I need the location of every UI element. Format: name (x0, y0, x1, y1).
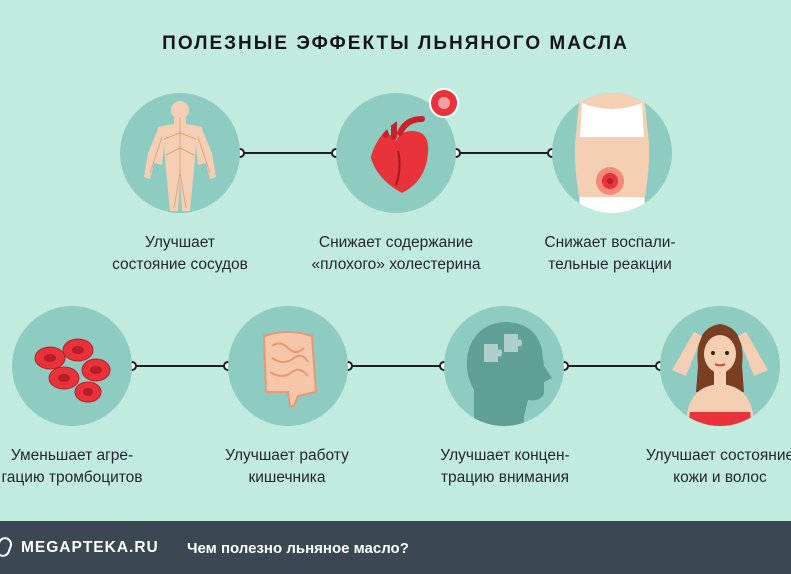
brand-logo-text[interactable]: MEGAPTEKA.RU (21, 539, 159, 556)
capsule-logo-icon (0, 537, 13, 557)
benefit-caption-concentration: Улучшает концен-трацию внимания (440, 447, 570, 486)
blood-cells-icon (12, 306, 132, 426)
vascular-system-icon (120, 93, 240, 213)
heart-icon (336, 88, 459, 213)
woman-hair-icon (660, 306, 780, 426)
benefit-caption-inflammation: Снижает воспали-тельные реакции (544, 234, 676, 273)
inflamed-abdomen-icon (552, 93, 672, 213)
head-puzzle-icon (444, 306, 564, 426)
page-title: ПОЛЕЗНЫЕ ЭФФЕКТЫ ЛЬНЯНОГО МАСЛА (162, 33, 629, 54)
benefit-caption-platelets: Уменьшает агре-гацию тромбоцитов (1, 447, 143, 486)
footer-bar: MEGAPTEKA.RU Чем полезно льняное масло? (0, 521, 791, 574)
intestine-icon (228, 306, 348, 426)
benefit-caption-cholesterol: Снижает содержание«плохого» холестерина (311, 234, 481, 273)
footer-article-title: Чем полезно льняное масло? (187, 540, 409, 557)
